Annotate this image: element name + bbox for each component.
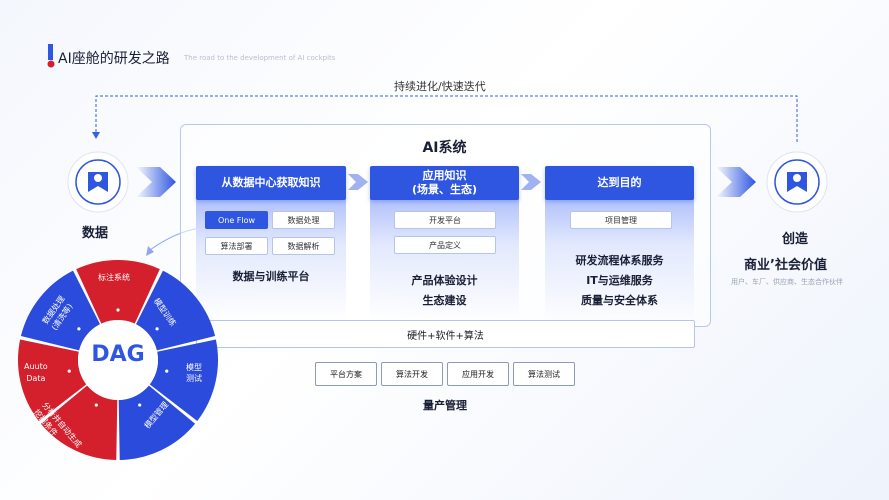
page-title: AI座舱的研发之路 — [58, 51, 170, 67]
dag-flow-dot — [77, 327, 81, 331]
tag-app-dev[interactable]: 应用开发 — [447, 362, 509, 386]
column-1-text: 数据与训练平台 — [232, 270, 310, 283]
dag-flow-dot — [67, 369, 71, 373]
loop-label: 持续进化/快速迭代 — [394, 80, 486, 93]
dag-flow-dot — [94, 403, 98, 407]
flow-arrow-icon — [716, 167, 756, 197]
page-subtitle: The road to the development of AI cockpi… — [184, 54, 336, 62]
tag-algorithm-deploy[interactable]: 算法部署 — [205, 237, 268, 255]
dag-segment — [135, 270, 216, 351]
column-1-head: 从数据中心获取知识 — [196, 166, 346, 200]
dag-auto-line1: Auuto — [24, 362, 48, 371]
dag-auto-line2: Data — [26, 374, 46, 383]
dag-segment — [20, 270, 101, 351]
value-badge-icon — [766, 151, 828, 213]
value-label: 商业’社会价值 — [744, 258, 827, 273]
column-3-head: 达到目的 — [545, 166, 694, 200]
tag-product-definition[interactable]: 产品定义 — [394, 236, 496, 254]
column-2-head-line1: 应用知识 — [422, 169, 467, 182]
dag-flow-dot — [165, 369, 169, 373]
dag-test-line2: 测试 — [186, 374, 202, 383]
hardware-software-algorithm-bar: 硬件+软件+算法 — [196, 320, 695, 348]
tag-project-management[interactable]: 项目管理 — [570, 211, 672, 229]
tag-data-analysis[interactable]: 数据解析 — [272, 237, 335, 255]
create-label: 创造 — [782, 232, 809, 247]
column-3-text-1: 研发流程体系服务 — [575, 254, 664, 267]
dag-wheel — [17, 260, 218, 460]
dag-center-label: DAG — [91, 342, 145, 367]
dag-flow-dot — [138, 403, 142, 407]
tag-algorithm-dev[interactable]: 算法开发 — [381, 362, 443, 386]
column-3-text-3: 质量与安全体系 — [581, 294, 658, 307]
dag-segment-label: 标注系统 — [98, 273, 130, 282]
flow-arrow-icon — [136, 167, 176, 197]
dag-segment-label: Auuto Data — [24, 361, 48, 385]
column-3-text-2: IT与运维服务 — [586, 274, 653, 287]
column-2-text-2: 生态建设 — [422, 294, 467, 307]
partners-caption: 用户、车厂、供应商、生态合作伙伴 — [731, 278, 843, 286]
dag-segment — [17, 339, 87, 421]
dag-flow-dot — [116, 308, 120, 312]
dag-segment — [149, 339, 218, 421]
ai-system-title: AI系统 — [422, 140, 467, 156]
data-badge-icon — [67, 151, 129, 213]
column-2-head: 应用知识 (场景、生态) — [370, 166, 519, 200]
tag-dev-platform[interactable]: 开发平台 — [394, 211, 496, 229]
dag-segment-label: 模型 测试 — [186, 362, 202, 384]
data-label: 数据 — [82, 226, 109, 241]
title-accent-icon — [47, 44, 55, 68]
dag-center-circle — [78, 320, 158, 400]
dag-segment — [40, 385, 118, 460]
column-2-head-line2: (场景、生态) — [411, 183, 478, 196]
dag-segment — [76, 260, 160, 324]
dag-test-line1: 模型 — [186, 363, 202, 372]
tag-algorithm-test[interactable]: 算法测试 — [513, 362, 575, 386]
tag-data-processing[interactable]: 数据处理 — [272, 211, 335, 229]
dag-segment — [118, 385, 196, 460]
dag-flow-dot — [155, 327, 159, 331]
mass-production-label: 量产管理 — [423, 399, 467, 412]
tag-one-flow[interactable]: One Flow — [205, 211, 268, 229]
column-2-text-1: 产品体验设计 — [411, 274, 478, 287]
tag-platform-solution[interactable]: 平台方案 — [315, 362, 377, 386]
